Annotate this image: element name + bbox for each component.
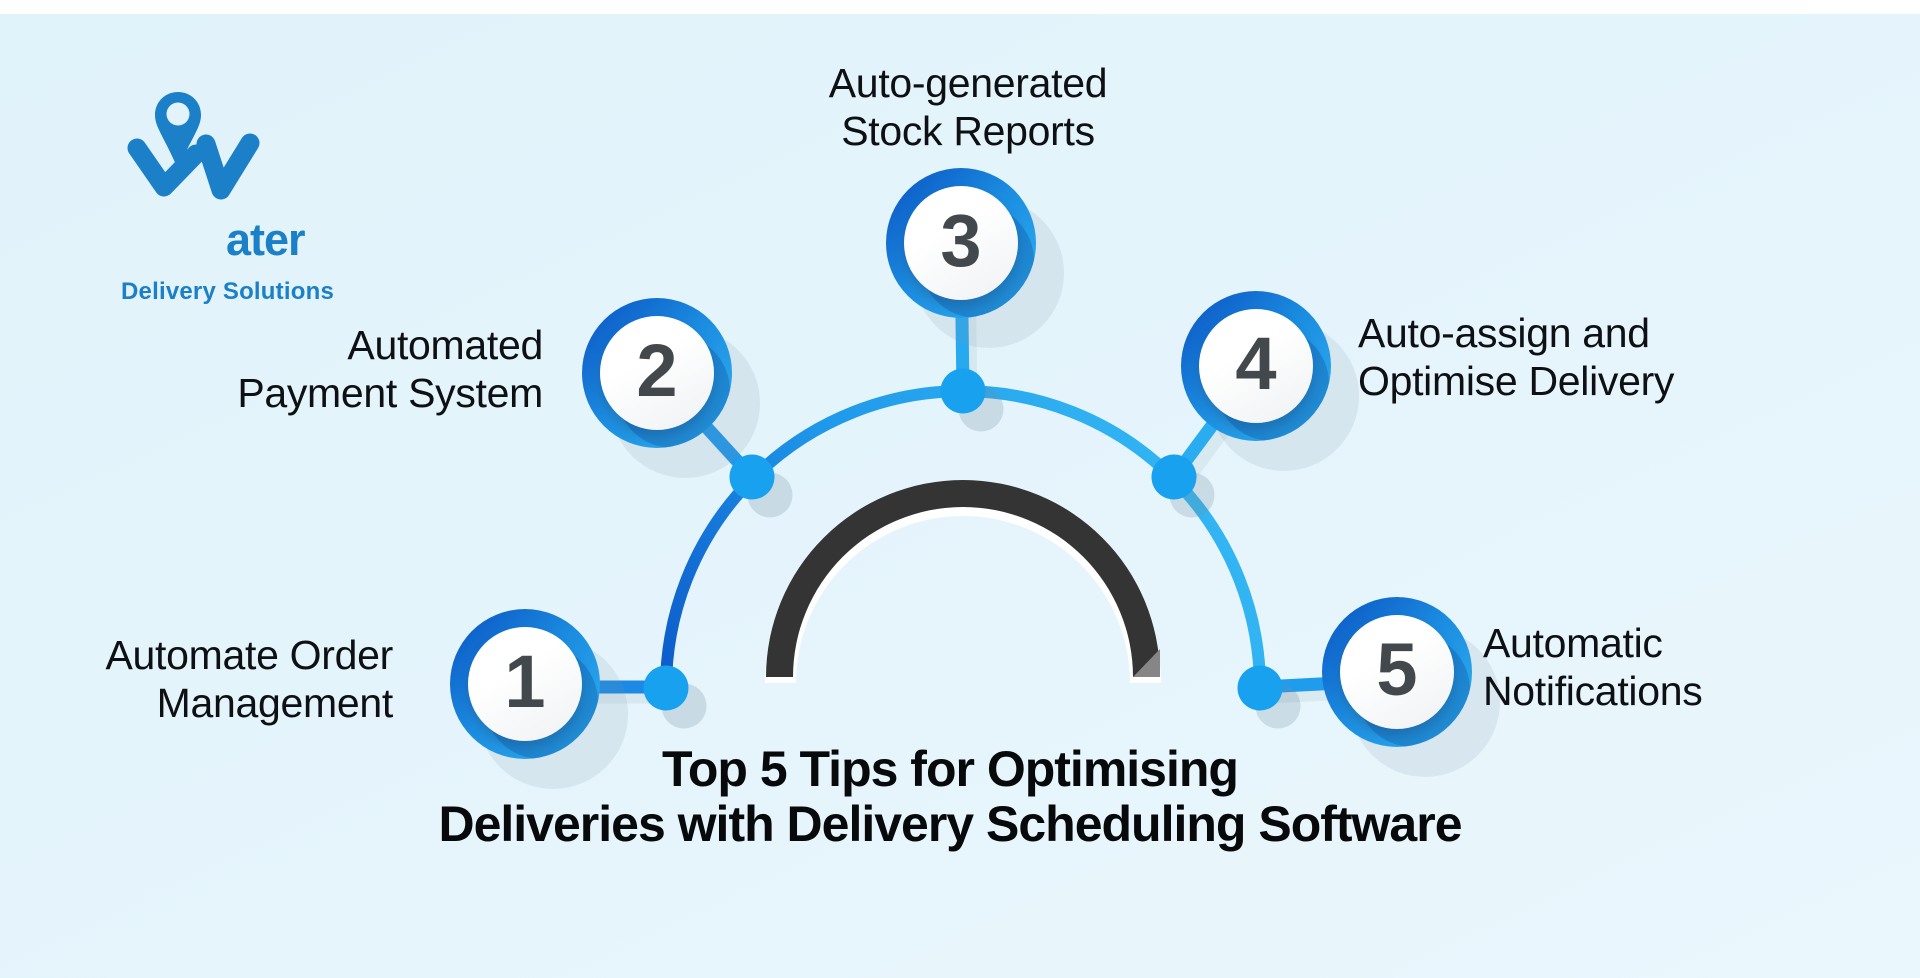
step-number-4: 4: [1235, 322, 1277, 405]
step-circle-1-inner: 1: [468, 627, 582, 741]
step-circle-3-inner: 3: [904, 186, 1018, 300]
step-circle-5: 5: [1322, 597, 1472, 747]
step-circle-2: 2: [582, 298, 732, 448]
arc-dot-3: [940, 368, 986, 414]
water-logo-icon: [127, 92, 260, 200]
arc-dot-4: [1151, 454, 1197, 500]
step-number-2: 2: [636, 329, 678, 412]
step-label-1-line1: Automate Order: [105, 632, 394, 678]
step-label-4-line1: Auto-assign and: [1358, 310, 1650, 356]
arc-dot-5: [1237, 665, 1283, 711]
step-circle-3: 3: [886, 168, 1036, 318]
step-circle-2-inner: 2: [600, 316, 714, 430]
step-label-4-line2: Optimise Delivery: [1358, 357, 1675, 404]
logo-tagline: Delivery Solutions: [121, 278, 334, 305]
logo-w-left-stroke: [127, 138, 206, 197]
step-circle-1: 1: [450, 609, 600, 759]
arc-dot-1: [643, 665, 689, 711]
step-label-1-line2: Management: [156, 679, 394, 726]
step-label-2-line2: Payment System: [237, 369, 543, 416]
logo-brand-text: ater: [226, 214, 306, 265]
page-title: Top 5 Tips for Optimising Deliveries wit…: [0, 742, 1900, 852]
step-label-2: Automated Payment System: [237, 322, 543, 418]
logo-w-right-stroke: [196, 133, 260, 200]
brand-logo: ater Delivery Solutions: [95, 82, 345, 305]
page-title-line2: Deliveries with Delivery Scheduling Soft…: [438, 796, 1462, 852]
step-circle-4: 4: [1181, 291, 1331, 441]
step-circle-5-inner: 5: [1340, 615, 1454, 729]
dark-semicircle-bevel: [1133, 649, 1160, 677]
location-pin-hole: [166, 102, 190, 126]
timeline-arc: [660, 385, 1266, 689]
step-label-5-line1: Automatic: [1483, 620, 1663, 666]
step-label-5: Automatic Notifications: [1483, 620, 1703, 716]
step-number-3: 3: [940, 199, 982, 282]
step-label-5-line2: Notifications: [1483, 667, 1703, 714]
step-label-4: Auto-assign and Optimise Delivery: [1358, 310, 1674, 406]
arc-dot-2: [729, 454, 775, 500]
step-number-1: 1: [504, 640, 546, 723]
dark-semicircle: [766, 480, 1160, 677]
step-number-5: 5: [1376, 628, 1418, 711]
step-label-3: Auto-generated Stock Reports: [828, 60, 1108, 156]
step-label-3-line1: Auto-generated: [828, 60, 1108, 106]
dark-semicircle-highlight: [765, 485, 1161, 683]
step-label-1: Automate Order Management: [106, 632, 394, 728]
step-label-3-line2: Stock Reports: [841, 107, 1095, 154]
step-label-2-line1: Automated: [347, 322, 543, 368]
page-title-line1: Top 5 Tips for Optimising: [662, 741, 1239, 797]
location-pin-icon: [155, 92, 201, 169]
step-circle-4-inner: 4: [1199, 309, 1313, 423]
top-white-strip: [0, 0, 1920, 14]
